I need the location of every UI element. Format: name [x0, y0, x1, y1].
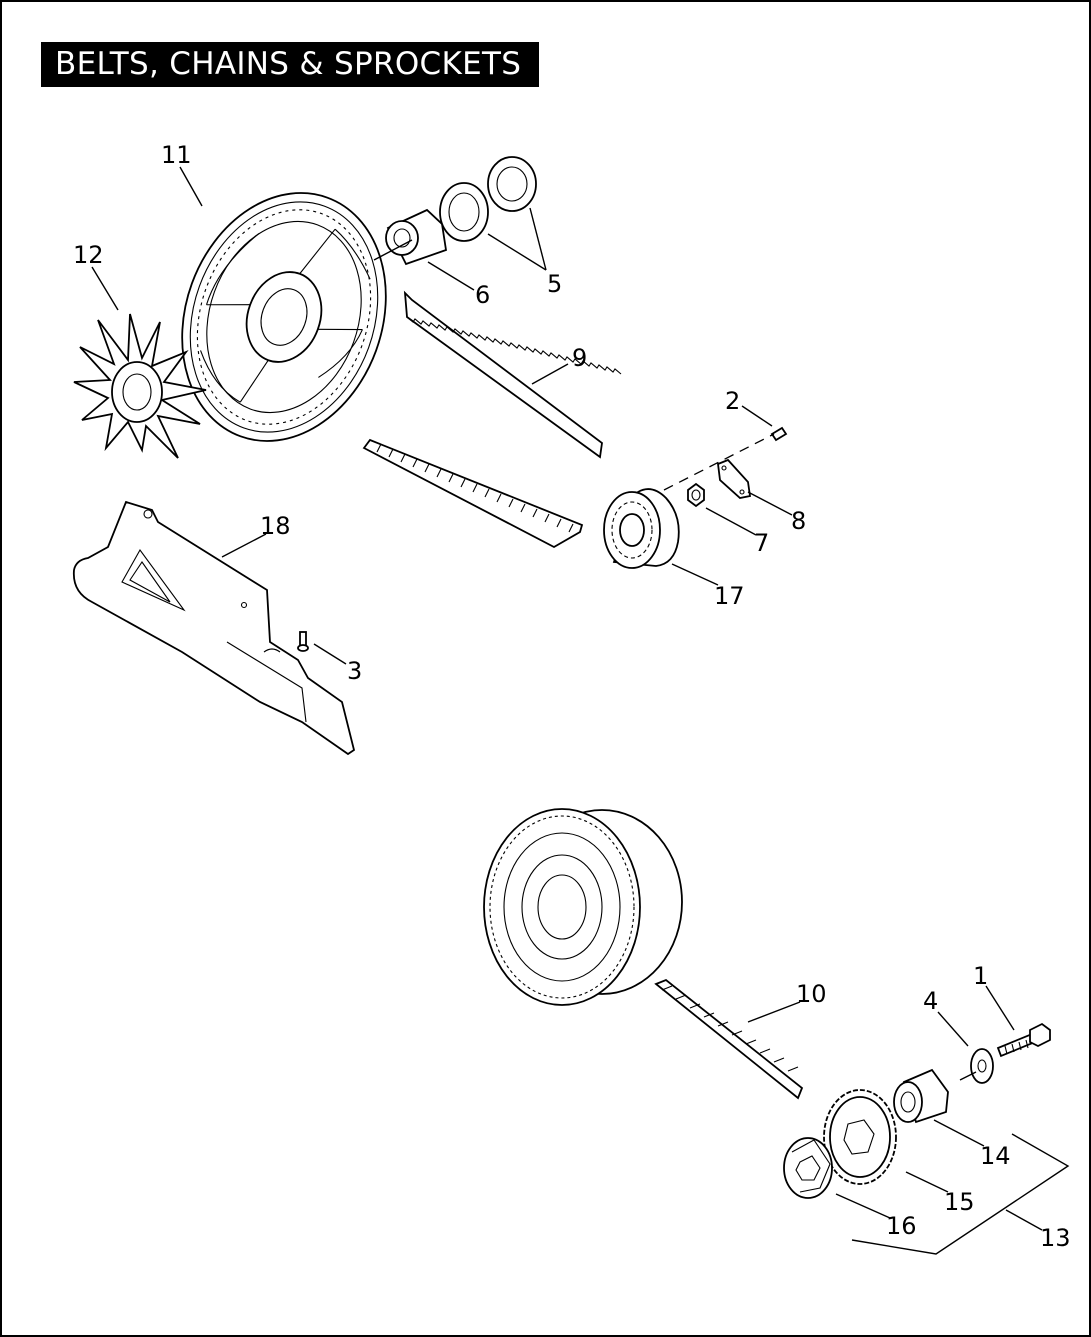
callout-labels: 1 2 3 4 5 6 7 8 9 10 11 12 13 14 15 16 1…	[73, 141, 1071, 1252]
callout-5: 5	[547, 270, 562, 298]
callout-1: 1	[973, 962, 988, 990]
callout-17: 17	[714, 582, 745, 610]
part-compensating-cover	[783, 1137, 833, 1199]
callout-15: 15	[944, 1188, 975, 1216]
callout-10: 10	[796, 980, 827, 1008]
part-lock-plate-screw	[770, 426, 788, 442]
assembly-axis-line	[663, 433, 775, 491]
callout-14: 14	[980, 1142, 1011, 1170]
part-drive-belt-lower	[362, 438, 584, 549]
part-primary-chain	[654, 978, 804, 1100]
part-cush-drive-rubber	[73, 313, 207, 459]
callout-7: 7	[754, 529, 769, 557]
part-lock-plate	[717, 458, 752, 499]
callout-8: 8	[791, 507, 806, 535]
part-engine-sprocket	[823, 1089, 897, 1185]
callout-13: 13	[1040, 1224, 1071, 1252]
part-pulley-nut	[687, 482, 705, 508]
leader-lines	[91, 166, 1070, 1255]
part-sliding-cam	[893, 1068, 949, 1124]
callout-2: 2	[725, 387, 740, 415]
callout-16: 16	[886, 1212, 917, 1240]
part-spacer	[385, 208, 448, 266]
part-transmission-pulley	[603, 488, 680, 569]
part-clutch-drum-sprocket	[483, 808, 683, 1006]
part-drive-belt-upper	[403, 290, 622, 459]
callout-9: 9	[572, 344, 587, 372]
part-belt-guard	[72, 500, 356, 756]
part-guard-screw	[297, 631, 309, 652]
callout-3: 3	[347, 657, 362, 685]
callout-18: 18	[260, 512, 291, 540]
part-washer	[970, 1048, 994, 1084]
callout-11: 11	[161, 141, 192, 169]
part-rear-belt-pulley	[181, 192, 387, 442]
callout-4: 4	[923, 987, 938, 1015]
callout-6: 6	[475, 281, 490, 309]
callout-12: 12	[73, 241, 104, 269]
page-title: BELTS, CHAINS & SPROCKETS	[41, 42, 539, 87]
part-compensator-bolt	[996, 1022, 1051, 1058]
part-wheel-bearings	[439, 156, 537, 242]
